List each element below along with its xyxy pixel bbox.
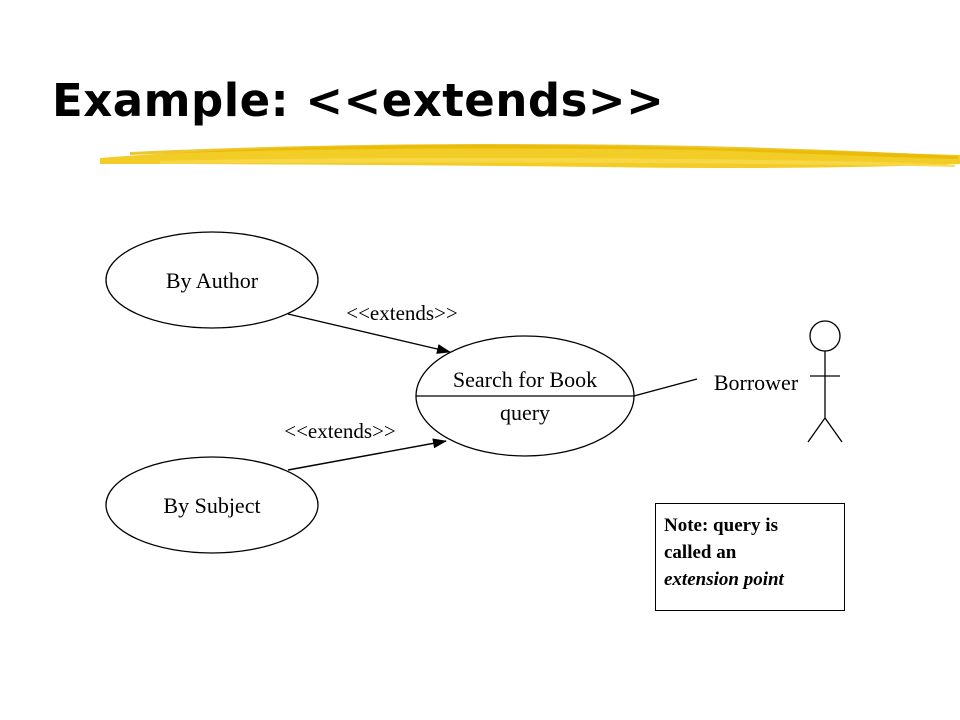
use-case-search-for-book-label: Search for Book (453, 367, 597, 392)
note-line-2: called an (664, 542, 737, 563)
use-case-by-author-label: By Author (166, 268, 259, 293)
note-box: Note: query is called an extension point (655, 503, 845, 611)
stick-figure-icon (807, 320, 843, 443)
extends-arrow-top (287, 313, 451, 354)
extension-point-label: query (500, 400, 550, 425)
extends-label-top: <<extends>> (346, 301, 458, 325)
use-case-by-subject-label: By Subject (163, 493, 260, 518)
actor-label: Borrower (714, 370, 799, 395)
use-case-by-subject (105, 456, 319, 554)
note-line-3: extension point (664, 569, 784, 590)
use-case-by-author (105, 231, 319, 329)
extends-arrow-bottom (287, 438, 447, 471)
extends-label-bottom: <<extends>> (284, 419, 396, 443)
title-underline-brush (100, 144, 960, 168)
association-line (633, 378, 698, 397)
slide-title: Example: <<extends>> (52, 74, 665, 127)
note-line-1: Note: query is (664, 515, 778, 536)
